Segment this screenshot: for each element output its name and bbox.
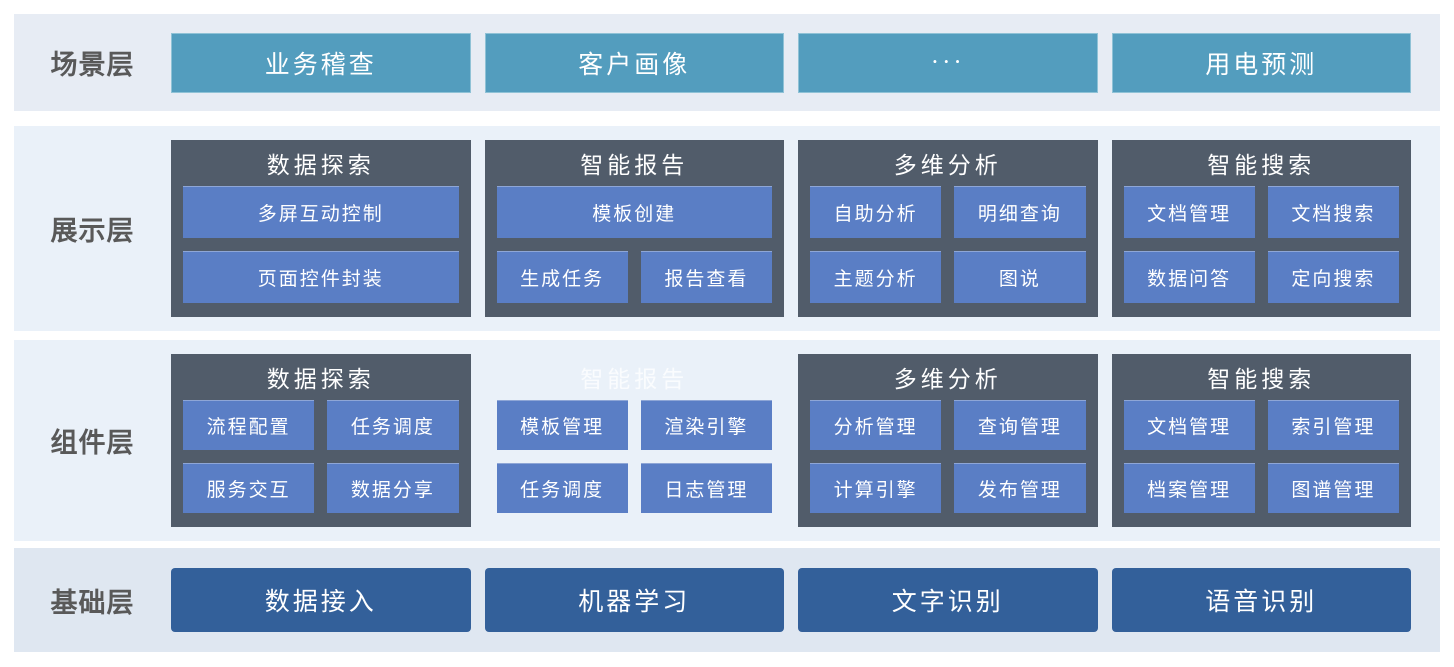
module-chip[interactable]: 文档搜索 [1267, 186, 1399, 238]
module-chip[interactable]: 任务调度 [496, 463, 628, 513]
scenario-button-business-audit[interactable]: 业务稽查 [171, 32, 471, 93]
group-title: 智能搜索 [1207, 367, 1316, 392]
module-chip[interactable]: 主题分析 [810, 251, 942, 303]
group-data-exploration: 数据探索 流程配置 任务调度 服务交互 数据分享 [171, 354, 471, 527]
layer-label-foundation: 基础层 [50, 587, 135, 618]
layer-component: 组件层 数据探索 流程配置 任务调度 服务交互 数据分享 智能报告 [14, 340, 1440, 541]
group-smart-report-ghost: 智能报告 模板管理 渲染引擎 任务调度 日志管理 [485, 354, 785, 527]
scenario-button-power-forecast[interactable]: 用电预测 [1111, 32, 1411, 93]
base-button-data-access[interactable]: 数据接入 [171, 568, 471, 632]
base-button-machine-learning[interactable]: 机器学习 [484, 568, 784, 632]
base-button-ocr[interactable]: 文字识别 [798, 568, 1098, 632]
module-chip[interactable]: 图说 [954, 251, 1086, 303]
layer-scenario: 场景层 业务稽查 客户画像 ··· 用电预测 [14, 14, 1440, 111]
layer-label-component: 组件层 [50, 428, 135, 458]
module-chip[interactable]: 分析管理 [810, 400, 942, 450]
group-multidim-analysis: 多维分析 分析管理 查询管理 计算引擎 发布管理 [798, 354, 1098, 527]
module-chip[interactable]: 模板创建 [496, 186, 772, 238]
scenario-buttons: 业务稽查 客户画像 ··· 用电预测 [171, 14, 1440, 111]
layer-foundation: 基础层 数据接入 机器学习 文字识别 语音识别 [14, 548, 1440, 652]
group-data-exploration: 数据探索 多屏互动控制 页面控件封装 [171, 140, 471, 317]
scenario-button-customer-profile[interactable]: 客户画像 [484, 32, 784, 93]
group-title: 多维分析 [893, 153, 1002, 178]
layer-presentation: 展示层 数据探索 多屏互动控制 页面控件封装 智能报告 模板创建 [14, 126, 1440, 331]
group-smart-search: 智能搜索 文档管理 索引管理 档案管理 图谱管理 [1111, 354, 1411, 527]
module-chip[interactable]: 流程配置 [183, 400, 315, 450]
group-multidim-analysis: 多维分析 自助分析 明细查询 主题分析 图说 [798, 140, 1098, 317]
module-chip[interactable]: 数据分享 [327, 463, 459, 513]
base-button-speech-recognition[interactable]: 语音识别 [1111, 568, 1411, 632]
module-chip[interactable]: 服务交互 [183, 463, 315, 513]
group-title: 智能报告 [580, 367, 689, 392]
layer-label-scenario: 场景层 [50, 50, 135, 80]
module-chip[interactable]: 渲染引擎 [640, 400, 772, 450]
module-chip[interactable]: 数据问答 [1123, 251, 1255, 303]
module-chip[interactable]: 计算引擎 [810, 463, 942, 513]
module-chip[interactable]: 任务调度 [327, 400, 459, 450]
group-title: 智能报告 [580, 153, 689, 178]
group-title: 多维分析 [893, 367, 1002, 392]
module-chip[interactable]: 定向搜索 [1267, 251, 1399, 303]
group-title: 智能搜索 [1207, 153, 1316, 178]
module-chip[interactable]: 索引管理 [1267, 400, 1399, 450]
component-groups: 数据探索 流程配置 任务调度 服务交互 数据分享 智能报告 模板管理 [171, 340, 1440, 541]
module-chip[interactable]: 明细查询 [954, 186, 1086, 238]
module-chip[interactable]: 模板管理 [496, 400, 628, 450]
scenario-button-more[interactable]: ··· [798, 32, 1098, 93]
module-chip[interactable]: 图谱管理 [1267, 463, 1399, 513]
foundation-buttons: 数据接入 机器学习 文字识别 语音识别 [171, 548, 1440, 652]
module-chip[interactable]: 多屏互动控制 [183, 186, 459, 238]
group-title: 数据探索 [266, 367, 375, 392]
module-chip[interactable]: 查询管理 [954, 400, 1086, 450]
module-chip[interactable]: 自助分析 [810, 186, 942, 238]
module-chip[interactable]: 页面控件封装 [183, 251, 459, 303]
module-chip[interactable]: 档案管理 [1123, 463, 1255, 513]
module-chip[interactable]: 文档管理 [1123, 400, 1255, 450]
group-smart-search: 智能搜索 文档管理 文档搜索 数据问答 定向搜索 [1111, 140, 1411, 317]
presentation-groups: 数据探索 多屏互动控制 页面控件封装 智能报告 模板创建 [171, 126, 1440, 331]
group-title: 数据探索 [266, 153, 375, 178]
module-chip[interactable]: 发布管理 [954, 463, 1086, 513]
module-chip[interactable]: 文档管理 [1123, 186, 1255, 238]
module-chip[interactable]: 生成任务 [496, 251, 628, 303]
module-chip[interactable]: 日志管理 [640, 463, 772, 513]
module-chip[interactable]: 报告查看 [640, 251, 772, 303]
group-smart-report: 智能报告 模板创建 生成任务 报告查看 [484, 140, 784, 317]
layer-label-presentation: 展示层 [50, 216, 135, 246]
